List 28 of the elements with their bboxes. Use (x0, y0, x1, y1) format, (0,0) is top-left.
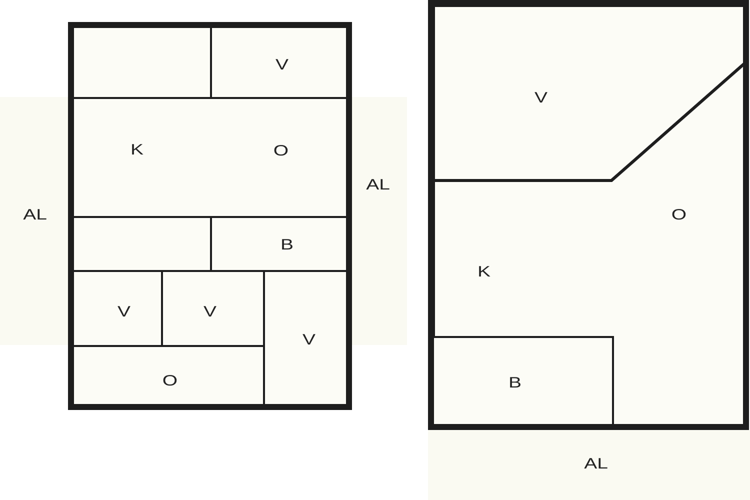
room (432, 4, 746, 182)
room (162, 270, 264, 346)
room (210, 216, 347, 270)
room-label: B (508, 375, 521, 390)
floor-plan (68, 22, 352, 410)
room (73, 270, 162, 346)
room-label: K (478, 264, 490, 280)
room (210, 27, 347, 98)
floor-plan (428, 0, 749, 430)
room-label: B (280, 237, 293, 252)
room-label: K (130, 142, 143, 157)
room (73, 27, 210, 98)
room-label: V (534, 90, 548, 106)
room-label: V (203, 304, 216, 319)
room-label: O (162, 373, 178, 388)
room-label: V (275, 57, 288, 72)
room (73, 98, 347, 216)
room (73, 346, 264, 405)
room (73, 216, 210, 270)
area-label: AL (23, 208, 47, 222)
room-label: V (117, 304, 130, 319)
room-label: O (671, 208, 687, 222)
area-label: AL (366, 178, 390, 192)
room (433, 337, 612, 425)
room-label: V (302, 332, 315, 347)
room (264, 270, 347, 405)
room-label: O (272, 143, 288, 158)
area-label: AL (584, 456, 608, 472)
